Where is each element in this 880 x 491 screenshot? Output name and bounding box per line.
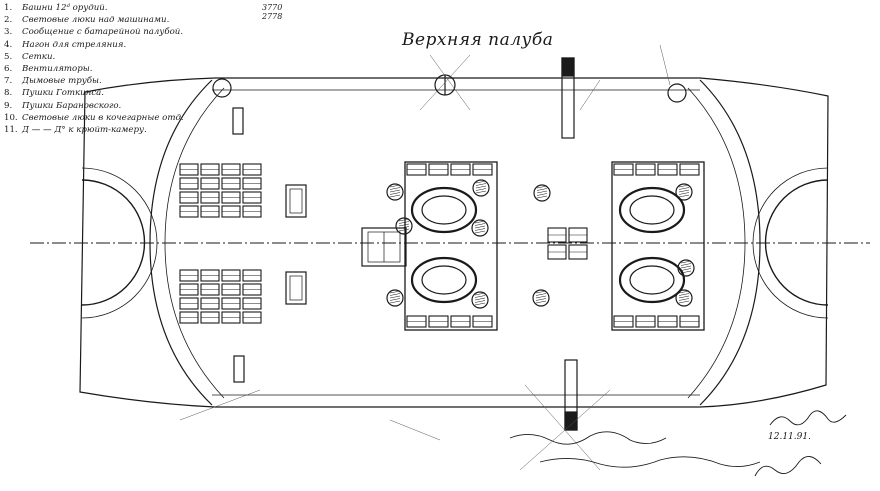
- signature-scribble: [509, 410, 847, 477]
- legend-text: Пушки Готкинса.: [22, 88, 105, 99]
- legend-text: Световые люки над машинами.: [22, 15, 170, 26]
- archive-code: 3770: [262, 3, 283, 12]
- ventilator: [675, 289, 693, 307]
- funnel-casing-fore: [404, 161, 498, 331]
- legend-item: 10. Световые люки в кочегарные отд.: [4, 112, 224, 124]
- legend-text: Дымовые трубы.: [22, 76, 102, 87]
- hatch: [285, 271, 307, 305]
- legend-text: Вентиляторы.: [22, 64, 93, 75]
- legend-number: 2.: [4, 15, 13, 26]
- ventilator: [675, 183, 693, 201]
- hatch: [289, 275, 303, 301]
- legend-item: 5. Сетки.: [4, 51, 224, 63]
- ventilators: [386, 179, 695, 309]
- gun-hotchkiss: [212, 74, 687, 103]
- funnel: [410, 186, 478, 234]
- legend-item: 1. Башни 12ᵈ орудий.: [4, 2, 224, 14]
- ventilator: [677, 259, 695, 277]
- ventilator: [472, 179, 490, 197]
- legend-number: 7.: [4, 76, 13, 87]
- hatch: [285, 184, 307, 218]
- ventilator: [471, 291, 489, 309]
- legend-text: Башни 12ᵈ орудий.: [22, 3, 108, 13]
- legend-item: 2. Световые люки над машинами.: [4, 14, 224, 26]
- legend-number: 3.: [4, 27, 13, 38]
- legend-text: Сообщение с батарейной палубой.: [22, 27, 184, 38]
- ventilator: [532, 289, 550, 307]
- funnel: [410, 256, 478, 304]
- legend-item: 7. Дымовые трубы.: [4, 75, 224, 87]
- legend-number: 4.: [4, 39, 13, 50]
- legend-number: 11.: [4, 125, 18, 136]
- funnel: [618, 186, 686, 234]
- legend-number: 6.: [4, 64, 13, 75]
- ventilator: [471, 219, 489, 237]
- ventilator: [386, 183, 404, 201]
- ventilator: [533, 184, 551, 202]
- legend-number: 9.: [4, 100, 13, 111]
- legend: 1. Башни 12ᵈ орудий. 2. Световые люки над м…: [4, 2, 224, 136]
- legend-text: Световые люки в кочегарные отд.: [22, 112, 184, 123]
- legend-item: 8. Пушки Готкинса.: [4, 87, 224, 99]
- signature-date: 12.11.91.: [768, 432, 811, 442]
- legend-text: Нагон для стреляния.: [22, 39, 127, 50]
- legend-number: 8.: [4, 88, 13, 99]
- archive-code: 2778: [262, 12, 283, 21]
- funnel-casing-aft: [611, 161, 705, 331]
- ventilator: [386, 289, 404, 307]
- legend-item: 9. Пушки Барановского.: [4, 100, 224, 112]
- hull-outline: [79, 77, 829, 408]
- skylight-group-fore: [179, 163, 262, 218]
- legend-text: Сетки.: [22, 51, 56, 62]
- legend-text: Пушки Барановского.: [22, 100, 122, 111]
- ventilator: [395, 217, 413, 235]
- skylight-group-fore: [179, 269, 262, 324]
- legend-item: 3. Сообщение с батарейной палубой.: [4, 26, 224, 38]
- legend-item: 4. Нагон для стреляния.: [4, 39, 224, 51]
- boiler-skylight: [547, 227, 588, 260]
- plan-title: Верхняя палуба: [402, 30, 554, 50]
- hatch: [289, 188, 303, 214]
- small-fitting: [232, 107, 244, 135]
- small-fitting: [233, 355, 245, 383]
- legend-number: 1.: [4, 3, 13, 13]
- funnel: [618, 256, 686, 304]
- legend-number: 10.: [4, 112, 18, 123]
- legend-number: 5.: [4, 51, 13, 62]
- companionway: [361, 227, 407, 267]
- legend-item: 6. Вентиляторы.: [4, 63, 224, 75]
